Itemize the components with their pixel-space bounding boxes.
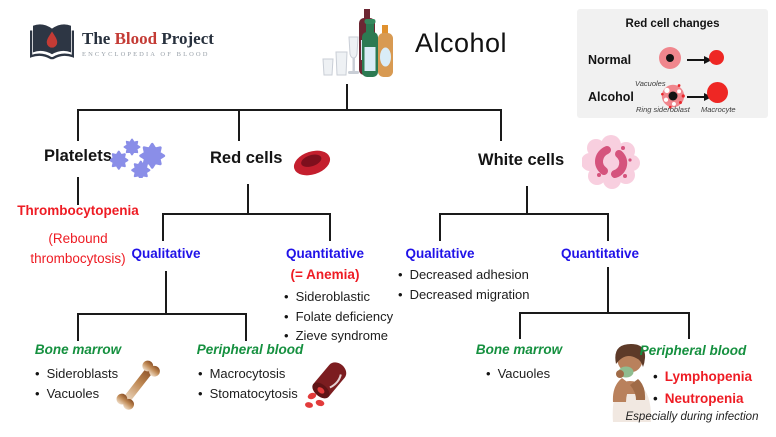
list-item: Neutropenia (653, 388, 752, 410)
wc-quantitative-label: Quantitative (560, 246, 639, 261)
connector-line (162, 213, 331, 215)
list-item: Vacuoles (486, 364, 551, 384)
normoblast-cell-icon (659, 47, 681, 69)
ring-sideroblast-cell-icon (659, 82, 687, 115)
anemia-label: (= Anemia) (290, 267, 360, 282)
logo-text: The Blood Project ENCYCLOPEDIA OF BLOOD (82, 29, 214, 58)
wc-bone-marrow-list: Vacuoles (486, 364, 551, 384)
list-item: Zieve syndrome (284, 326, 393, 346)
connector-line (607, 267, 609, 314)
page-title: Alcohol (415, 28, 508, 58)
wc-qualitative-list: Decreased adhesion Decreased migration (398, 265, 530, 304)
open-book-drop-icon (29, 22, 75, 65)
red-cells-quantitative-label: Quantitative (285, 246, 364, 261)
list-item: Decreased adhesion (398, 265, 530, 285)
logo-subtitle: ENCYCLOPEDIA OF BLOOD (82, 51, 210, 58)
platelets-icon (109, 136, 168, 183)
connector-line (346, 84, 348, 111)
connector-line (607, 213, 609, 241)
connector-line (500, 109, 502, 141)
blood-project-logo: The Blood Project ENCYCLOPEDIA OF BLOOD (29, 22, 214, 65)
red-cells-qualitative-label: Qualitative (131, 246, 201, 261)
bone-icon (110, 354, 166, 421)
connector-line (77, 313, 247, 315)
wc-bone-marrow-label: Bone marrow (475, 342, 563, 357)
list-item: Sideroblasts (35, 364, 119, 384)
connector-line (77, 177, 79, 205)
list-item: Lymphopenia (653, 366, 752, 388)
connector-line (165, 271, 167, 315)
list-item: Sideroblastic (284, 287, 393, 307)
wc-qualitative-label: Qualitative (405, 246, 475, 261)
infection-note: Especially during infection (625, 411, 759, 423)
legend-title: Red cell changes (625, 18, 720, 30)
legend-normal-label: Normal (588, 53, 632, 67)
connector-line (245, 313, 247, 341)
rc-peripheral-blood-label: Peripheral blood (196, 342, 304, 357)
ring-sideroblast-label: Ring sideroblast (636, 105, 690, 114)
platelets-note-line1: (Rebound (48, 231, 108, 246)
neutropenia-label: Neutropenia (664, 390, 744, 406)
legend-alcohol-label: Alcohol (588, 90, 634, 104)
macrocyte-cell-icon (707, 82, 728, 103)
alcohol-bottles-icon (320, 7, 396, 84)
list-item: Decreased migration (398, 285, 530, 305)
connector-line (77, 109, 79, 141)
list-item: Folate deficiency (284, 307, 394, 327)
lymphopenia-label: Lymphopenia (664, 369, 752, 384)
connector-line (439, 213, 441, 241)
blood-vessel-icon (303, 360, 353, 415)
platelets-note-label: (Rebound thrombocytosis) (8, 229, 148, 269)
connector-line (519, 312, 521, 339)
node-red-cells: Red cells (210, 149, 283, 167)
wc-peripheral-blood-list: Lymphopenia Neutropenia (653, 366, 752, 409)
connector-line (439, 213, 609, 215)
red-blood-cell-icon (291, 146, 333, 185)
red-cells-quantitative-list: Sideroblastic Folate deficiency Zieve sy… (284, 287, 394, 346)
red-cell-changes-box: Red cell changes Normal Vacuoles Alcohol (577, 9, 768, 118)
wc-peripheral-blood-label: Peripheral blood (639, 343, 747, 358)
rc-bone-marrow-label: Bone marrow (34, 342, 122, 357)
platelets-note-line2: thrombocytosis) (30, 251, 126, 266)
connector-line (77, 109, 502, 111)
connector-line (77, 313, 79, 341)
macrocyte-label: Macrocyte (701, 105, 736, 114)
rc-peripheral-blood-list: Macrocytosis Stomatocytosis (198, 364, 298, 404)
connector-line (329, 213, 331, 241)
list-item: Vacuoles (35, 384, 118, 404)
node-white-cells: White cells (478, 151, 565, 169)
connector-line (247, 184, 249, 215)
connector-line (519, 312, 690, 314)
normal-red-cell-icon (709, 50, 724, 65)
logo-title: The Blood Project (82, 29, 214, 48)
sneezing-person-icon (599, 336, 661, 427)
rc-bone-marrow-list: Sideroblasts Vacuoles (35, 364, 119, 404)
white-blood-cell-icon (581, 135, 640, 194)
connector-line (526, 186, 528, 215)
vacuoles-label: Vacuoles (635, 79, 666, 88)
connector-line (688, 312, 690, 339)
list-item: Macrocytosis (198, 364, 298, 384)
connector-line (238, 109, 240, 141)
arrow-right-icon (687, 52, 713, 70)
node-platelets: Platelets (44, 147, 112, 165)
connector-line (162, 213, 164, 241)
list-item: Stomatocytosis (198, 384, 298, 404)
platelets-effect-label: Thrombocytopenia (17, 203, 139, 218)
